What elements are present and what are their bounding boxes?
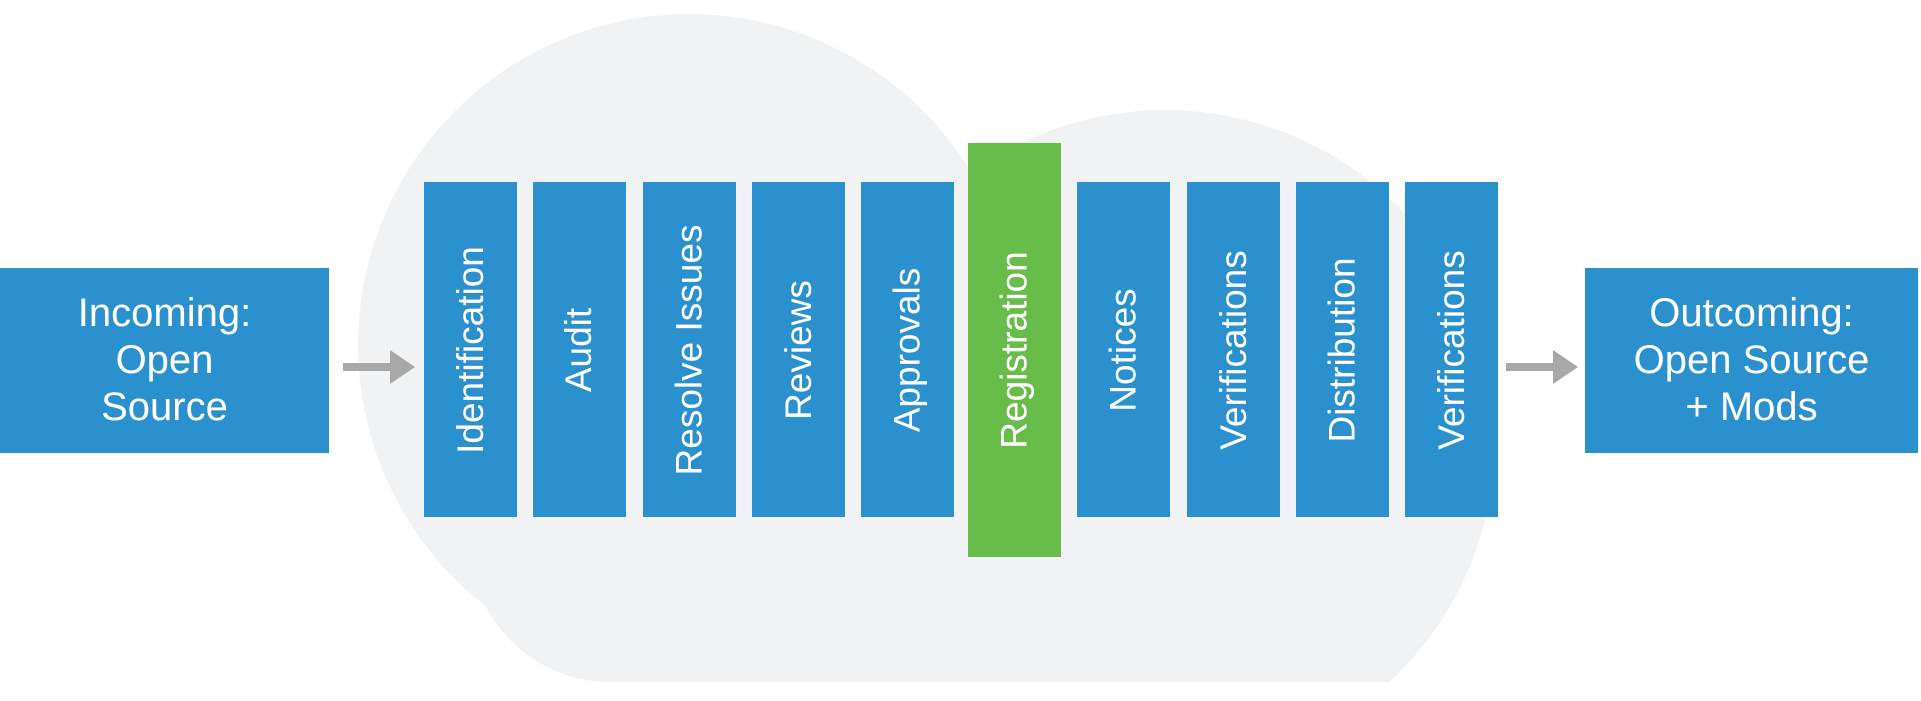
right-arrow-icon xyxy=(343,350,415,384)
stage-bar-distribution: Distribution xyxy=(1296,182,1389,517)
stage-label: Reviews xyxy=(777,279,819,420)
outgoing-box-line: Outcoming: xyxy=(1649,291,1854,335)
incoming-box-line: Incoming: xyxy=(77,291,252,335)
incoming-box-line: Source xyxy=(101,385,228,429)
arrow-head xyxy=(1553,350,1578,384)
stage-bar-identification: Identification xyxy=(424,182,517,517)
outgoing-box: Outcoming: Open Source + Mods xyxy=(1585,268,1918,453)
stage-bar-verifications-1: Verifications xyxy=(1187,182,1280,517)
stage-label: Notices xyxy=(1102,287,1144,412)
stage-bar-approvals: Approvals xyxy=(861,182,954,517)
stage-label: Verifications xyxy=(1212,249,1254,450)
stage-label: Distribution xyxy=(1321,256,1363,443)
stage-bar-registration: Registration xyxy=(968,143,1061,557)
stage-bar-audit: Audit xyxy=(533,182,626,517)
stage-label: Verifications xyxy=(1430,249,1472,450)
stage-label: Registration xyxy=(993,251,1035,449)
outgoing-box-line: Open Source xyxy=(1633,338,1870,382)
stage-bar-verifications-2: Verifications xyxy=(1405,182,1498,517)
right-arrow-icon xyxy=(1506,350,1578,384)
arrow-shaft xyxy=(1506,363,1556,371)
stage-label: Resolve Issues xyxy=(668,224,710,475)
arrow-head xyxy=(390,350,415,384)
stage-bar-notices: Notices xyxy=(1077,182,1170,517)
stage-label: Audit xyxy=(558,307,600,392)
arrow-shaft xyxy=(343,363,393,371)
stage-label: Identification xyxy=(449,245,491,454)
incoming-box: Incoming: Open Source xyxy=(0,268,329,453)
stage-bar-resolve-issues: Resolve Issues xyxy=(643,182,736,517)
stage-bar-reviews: Reviews xyxy=(752,182,845,517)
incoming-box-line: Open xyxy=(115,338,214,382)
stage-label: Approvals xyxy=(886,267,928,432)
outgoing-box-line: + Mods xyxy=(1685,385,1818,429)
